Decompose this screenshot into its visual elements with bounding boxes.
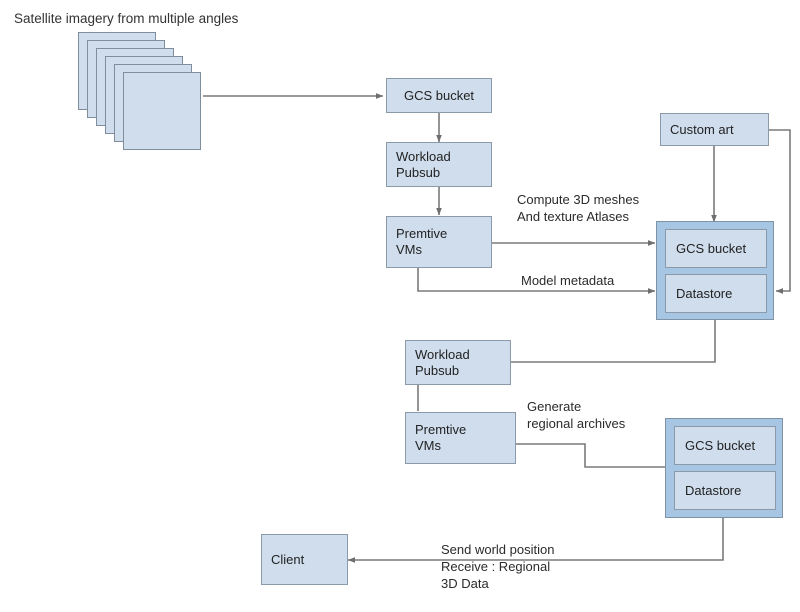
node-label-line1: Workload [396, 148, 451, 164]
imagery-card [123, 72, 201, 150]
node-label: Custom art [670, 121, 734, 137]
wire-vms2-to-g2 [516, 443, 665, 468]
group2-datastore[interactable]: Datastore [674, 471, 776, 510]
group1-gcs-bucket-label: GCS bucket [676, 240, 747, 256]
storage-group-2: GCS bucket Datastore [665, 418, 783, 518]
node-label: Client [271, 551, 305, 567]
group2-datastore-label: Datastore [685, 482, 742, 498]
node-custom-art[interactable]: Custom art [660, 113, 769, 146]
edge-label-model-metadata: Model metadata [521, 273, 615, 288]
node-label-line1: Workload [415, 346, 470, 362]
node-gcs-bucket-top[interactable]: GCS bucket [386, 78, 492, 113]
storage-group-1: GCS bucket Datastore [656, 221, 774, 320]
group2-gcs-bucket-label: GCS bucket [685, 437, 756, 453]
node-premtive-vms-2[interactable]: Premtive VMs [405, 412, 516, 464]
node-premtive-vms-1[interactable]: Premtive VMs [386, 216, 492, 268]
diagram-title: Satellite imagery from multiple angles [14, 11, 239, 26]
node-label-line1: Premtive [415, 422, 467, 437]
node-label-line1: Premtive [396, 226, 448, 241]
node-client[interactable]: Client [261, 534, 348, 585]
group1-gcs-bucket[interactable]: GCS bucket [665, 229, 767, 268]
node-label: GCS bucket [403, 87, 475, 103]
satellite-imagery-stack [78, 32, 201, 152]
edge-label-generate-archives: Generate regional archives [527, 399, 626, 431]
node-workload-pubsub-2[interactable]: Workload Pubsub [405, 340, 511, 385]
edge-label-client-exchange: Send world position Receive : Regional 3… [441, 542, 555, 591]
node-label-line2: Pubsub [396, 164, 441, 180]
group2-gcs-bucket[interactable]: GCS bucket [674, 426, 776, 465]
group1-datastore-label: Datastore [676, 285, 733, 301]
edge-label-compute-meshes: Compute 3D meshes And texture Atlases [517, 192, 640, 224]
group1-datastore[interactable]: Datastore [665, 274, 767, 313]
node-workload-pubsub-1[interactable]: Workload Pubsub [386, 142, 492, 187]
node-label-line2: Pubsub [415, 362, 460, 378]
node-label-line2: VMs [415, 438, 441, 453]
wire-g1-to-pubsub2 [511, 320, 716, 363]
node-label-line2: VMs [396, 242, 422, 257]
